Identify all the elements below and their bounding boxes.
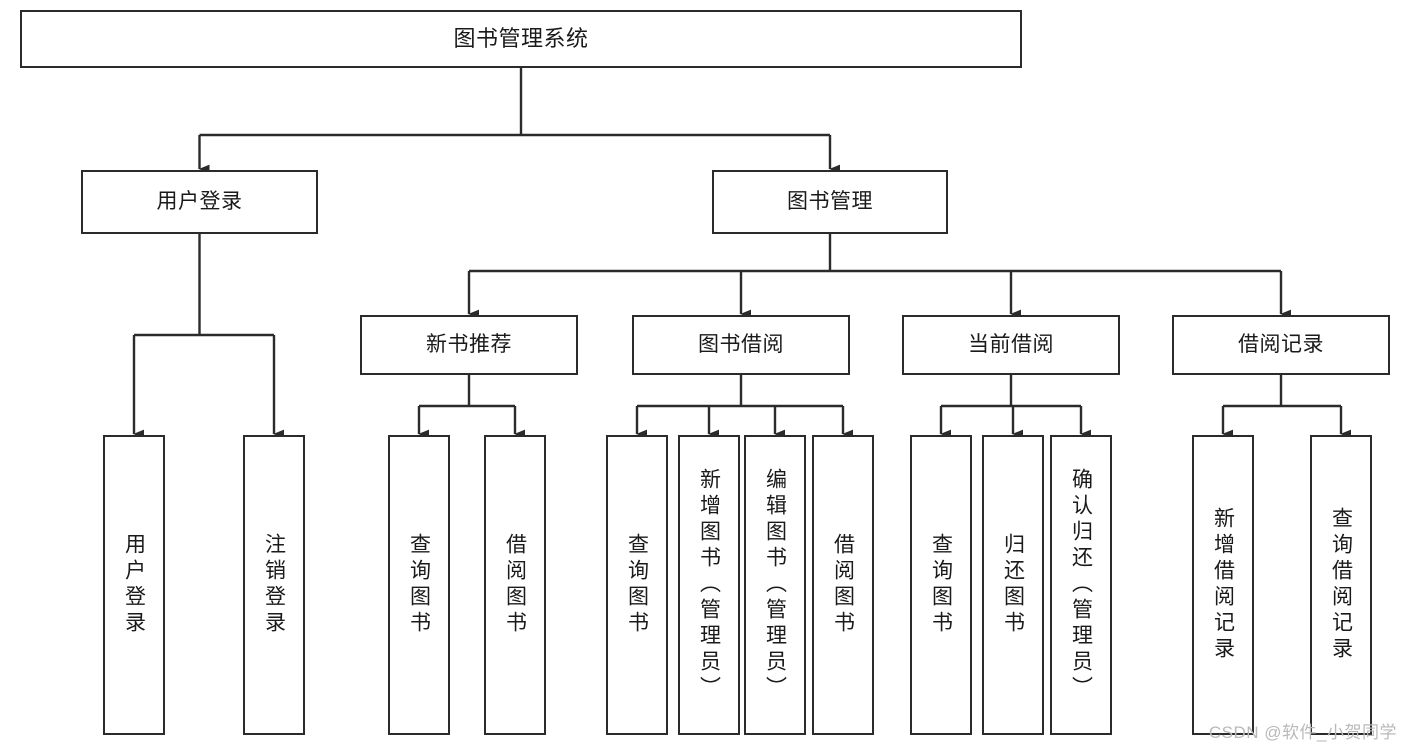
node-leaf-bor-edit[interactable]: 编辑图书（管理员） [744,435,806,735]
node-borrow-record[interactable]: 借阅记录 [1172,315,1390,375]
node-label: 编辑图书（管理员） [763,468,787,702]
node-leaf-rtn-add[interactable]: 新增借阅记录 [1192,435,1254,735]
node-leaf-cur-query[interactable]: 查询图书 [910,435,972,735]
node-label: 用户登录 [122,533,146,637]
node-current-borrow[interactable]: 当前借阅 [902,315,1120,375]
node-leaf-rec-query[interactable]: 查询图书 [388,435,450,735]
node-label: 查询图书 [929,533,953,637]
node-leaf-user-login[interactable]: 用户登录 [103,435,165,735]
watermark-label: CSDN @软件_小贺同学 [1208,723,1397,742]
node-label: 查询借阅记录 [1329,507,1353,663]
node-label: 查询图书 [407,533,431,637]
node-label: 用户登录 [156,190,243,214]
node-label: 确认归还（管理员） [1069,468,1093,702]
node-label: 图书借阅 [698,333,784,357]
node-label: 借阅图书 [831,533,855,637]
node-label: 新增借阅记录 [1211,507,1235,663]
node-label: 查询图书 [625,533,649,637]
node-label: 注销登录 [262,533,286,637]
node-label: 新增图书（管理员） [697,468,721,702]
node-leaf-bor-add[interactable]: 新增图书（管理员） [678,435,740,735]
node-leaf-cur-confirm[interactable]: 确认归还（管理员） [1050,435,1112,735]
node-user-login[interactable]: 用户登录 [81,170,318,234]
node-root[interactable]: 图书管理系统 [20,10,1022,68]
node-book-borrow[interactable]: 图书借阅 [632,315,850,375]
node-leaf-rtn-query[interactable]: 查询借阅记录 [1310,435,1372,735]
node-label: 新书推荐 [426,333,512,357]
node-leaf-bor-query[interactable]: 查询图书 [606,435,668,735]
node-label: 图书管理系统 [453,25,589,51]
node-label: 借阅记录 [1238,333,1324,357]
node-label: 归还图书 [1001,533,1025,637]
node-new-book-rec[interactable]: 新书推荐 [360,315,578,375]
node-leaf-bor-borrow[interactable]: 借阅图书 [812,435,874,735]
node-leaf-cur-return[interactable]: 归还图书 [982,435,1044,735]
node-label: 图书管理 [787,190,873,214]
node-label: 当前借阅 [968,333,1054,357]
node-leaf-rec-borrow[interactable]: 借阅图书 [484,435,546,735]
node-leaf-user-logout[interactable]: 注销登录 [243,435,305,735]
node-label: 借阅图书 [503,533,527,637]
node-book-manage[interactable]: 图书管理 [712,170,948,234]
